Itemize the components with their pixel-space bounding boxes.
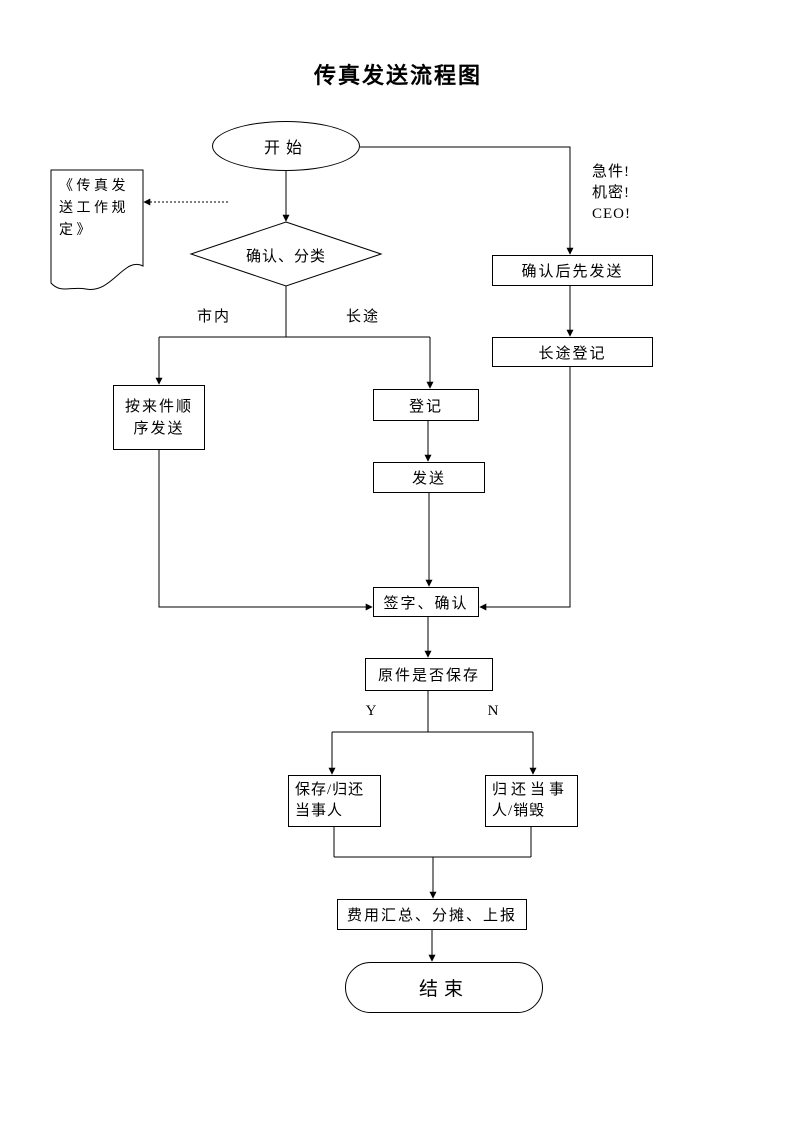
- node-cost-summary: 费用汇总、分摊、上报: [337, 899, 527, 930]
- priority-note-line-2: 机密!: [592, 185, 630, 201]
- regulation-line-1: 《传真发: [59, 179, 129, 194]
- edge-label-local: 市内: [196, 309, 231, 325]
- edge-original-branch-lines: [332, 691, 533, 733]
- node-send-in-order-line-2: 序发送: [133, 420, 185, 437]
- node-end-label: 结束: [418, 979, 469, 1000]
- node-confirm-send-first: 确认后先发送: [492, 255, 653, 286]
- edge-label-no: N: [487, 703, 501, 719]
- decision-diamond-shape: [189, 221, 383, 287]
- node-send: 发送: [373, 462, 485, 493]
- node-start-label: 开始: [263, 140, 308, 157]
- node-keep-or-return: 保存/归还 当事人: [288, 775, 381, 827]
- node-end: 结束: [345, 962, 543, 1013]
- node-send-label: 发送: [411, 471, 446, 487]
- edge-start-to-confirm-first: [360, 146, 574, 255]
- node-classify-label: 确认、分类: [245, 249, 326, 265]
- priority-note: 急件! 机密! CEO!: [592, 162, 631, 225]
- node-send-in-order-line-1: 按来件顺: [124, 398, 193, 415]
- node-original-kept-label: 原件是否保存: [377, 668, 480, 684]
- edge-label-yes: Y: [365, 703, 379, 719]
- node-regulation-doc-text: 《传真发 送工作规 定》: [59, 176, 129, 242]
- node-return-or-destroy-line-1: 归还当事: [492, 782, 569, 798]
- node-confirm-send-first-label: 确认后先发送: [521, 264, 624, 280]
- node-return-or-destroy-line-2: 人/销毁: [492, 803, 546, 819]
- node-register: 登记: [373, 389, 479, 421]
- edge-classify-branch-lines: [159, 286, 430, 338]
- node-send-in-order: 按来件顺 序发送: [113, 385, 205, 450]
- edge-merge-lines: [333, 827, 532, 858]
- node-start: 开始: [212, 121, 360, 171]
- node-keep-or-return-line-1: 保存/归还: [295, 782, 365, 798]
- edge-label-long-distance: 长途: [345, 309, 380, 325]
- node-cost-summary-label: 费用汇总、分摊、上报: [346, 908, 517, 924]
- node-long-distance-register-label: 长途登记: [538, 345, 607, 362]
- node-register-label: 登记: [408, 398, 443, 415]
- regulation-line-3: 定》: [59, 223, 94, 238]
- node-return-or-destroy: 归还当事 人/销毁: [485, 775, 578, 827]
- node-original-kept: 原件是否保存: [365, 658, 493, 691]
- node-sign-confirm: 签字、确认: [373, 587, 479, 617]
- page-title: 传真发送流程图: [313, 63, 482, 88]
- edge-send-order-to-sign: [158, 450, 373, 611]
- edge-ld-register-to-sign: [479, 367, 571, 611]
- document-shape: [50, 169, 144, 290]
- node-keep-or-return-line-2: 当事人: [295, 803, 344, 819]
- priority-note-line-3: CEO!: [592, 206, 631, 222]
- node-sign-confirm-label: 签字、确认: [383, 595, 469, 612]
- regulation-line-2: 送工作规: [59, 201, 129, 216]
- priority-note-line-1: 急件!: [592, 164, 630, 180]
- node-long-distance-register: 长途登记: [492, 337, 653, 367]
